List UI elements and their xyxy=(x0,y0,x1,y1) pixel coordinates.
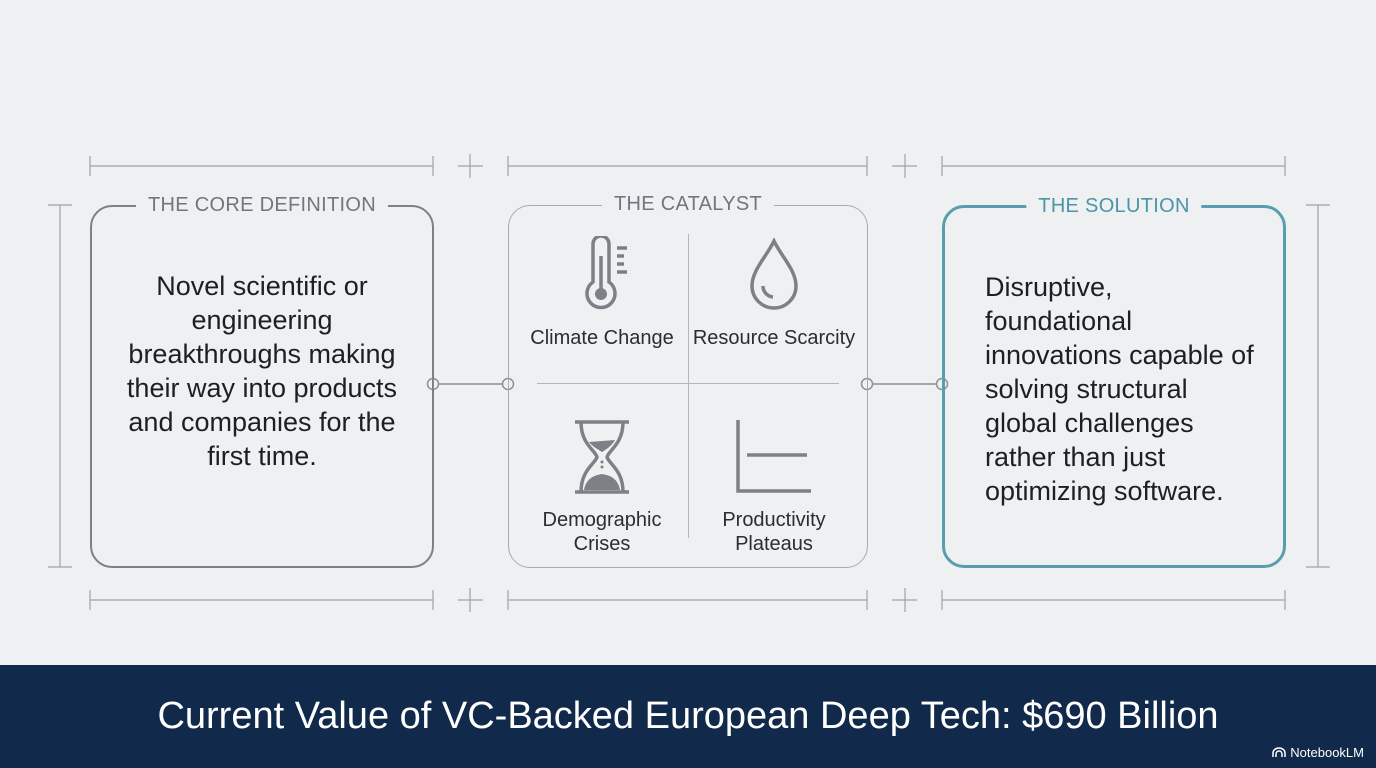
banner-title: Current Value of VC-Backed European Deep… xyxy=(157,695,1219,737)
side-dimension-lines xyxy=(48,204,1330,568)
brand-label: NotebookLM xyxy=(1290,745,1364,760)
grid-divider-vertical xyxy=(688,234,689,538)
solution-card: THE SOLUTION Disruptive, foundational in… xyxy=(942,195,1286,568)
solution-text: Disruptive, foundational innovations cap… xyxy=(985,272,1254,506)
catalyst-item-resource-scarcity: Resource Scarcity xyxy=(692,327,856,349)
catalyst-item-productivity-plateaus: Productivity Plateaus xyxy=(722,509,826,555)
core-definition-label: THE CORE DEFINITION xyxy=(136,194,388,217)
top-dimension-lines xyxy=(89,154,1286,178)
catalyst-card: THE CATALYST Climate Change Resource Sca… xyxy=(508,193,868,568)
thermometer-icon xyxy=(585,236,627,310)
notebooklm-logo-icon xyxy=(1272,747,1287,757)
notebooklm-watermark: NotebookLM xyxy=(1272,745,1364,760)
plateau-chart-icon xyxy=(736,420,811,493)
bottom-dimension-lines xyxy=(89,588,1286,612)
bottom-banner: Current Value of VC-Backed European Deep… xyxy=(0,665,1376,768)
core-definition-card: THE CORE DEFINITION Novel scientific or … xyxy=(90,194,434,568)
dimension-lines xyxy=(48,154,1330,612)
catalyst-item-demographic-crises: Demographic Crises xyxy=(542,509,662,555)
water-drop-icon xyxy=(750,238,798,310)
catalyst-item-climate-change: Climate Change xyxy=(530,327,674,349)
solution-label: THE SOLUTION xyxy=(1026,195,1202,218)
core-definition-text: Novel scientific or engineering breakthr… xyxy=(126,271,398,471)
catalyst-label: THE CATALYST xyxy=(601,193,775,216)
grid-divider-horizontal xyxy=(537,383,839,384)
hourglass-icon xyxy=(575,420,629,494)
